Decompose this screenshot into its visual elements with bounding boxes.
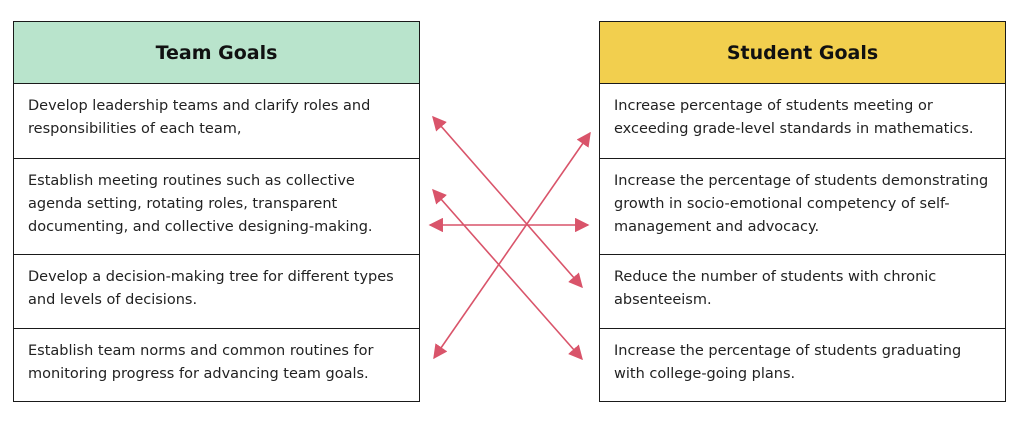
student-goals-table: Student Goals Increase percentage of stu…	[599, 21, 1006, 402]
student-goal-item-1: Increase percentage of students meeting …	[600, 84, 1005, 159]
team-goal-item-2: Establish meeting routines such as colle…	[14, 159, 419, 255]
team-goals-table: Team Goals Develop leadership teams and …	[13, 21, 420, 402]
arrow-team1-to-student3	[432, 115, 583, 289]
student-goal-item-3: Reduce the number of students with chron…	[600, 255, 1005, 329]
team-goal-item-3: Develop a decision-making tree for diffe…	[14, 255, 419, 329]
team-goals-header: Team Goals	[14, 22, 419, 84]
student-goals-header: Student Goals	[600, 22, 1005, 84]
student-goal-item-2: Increase the percentage of students demo…	[600, 159, 1005, 255]
team-goal-item-1: Develop leadership teams and clarify rol…	[14, 84, 419, 159]
team-goal-item-4: Establish team norms and common routines…	[28, 343, 374, 382]
student-goal-item-4: Increase the percentage of students grad…	[614, 343, 962, 382]
arrow-team2-to-student4	[432, 188, 583, 361]
arrow-team4-to-student1	[433, 131, 591, 360]
